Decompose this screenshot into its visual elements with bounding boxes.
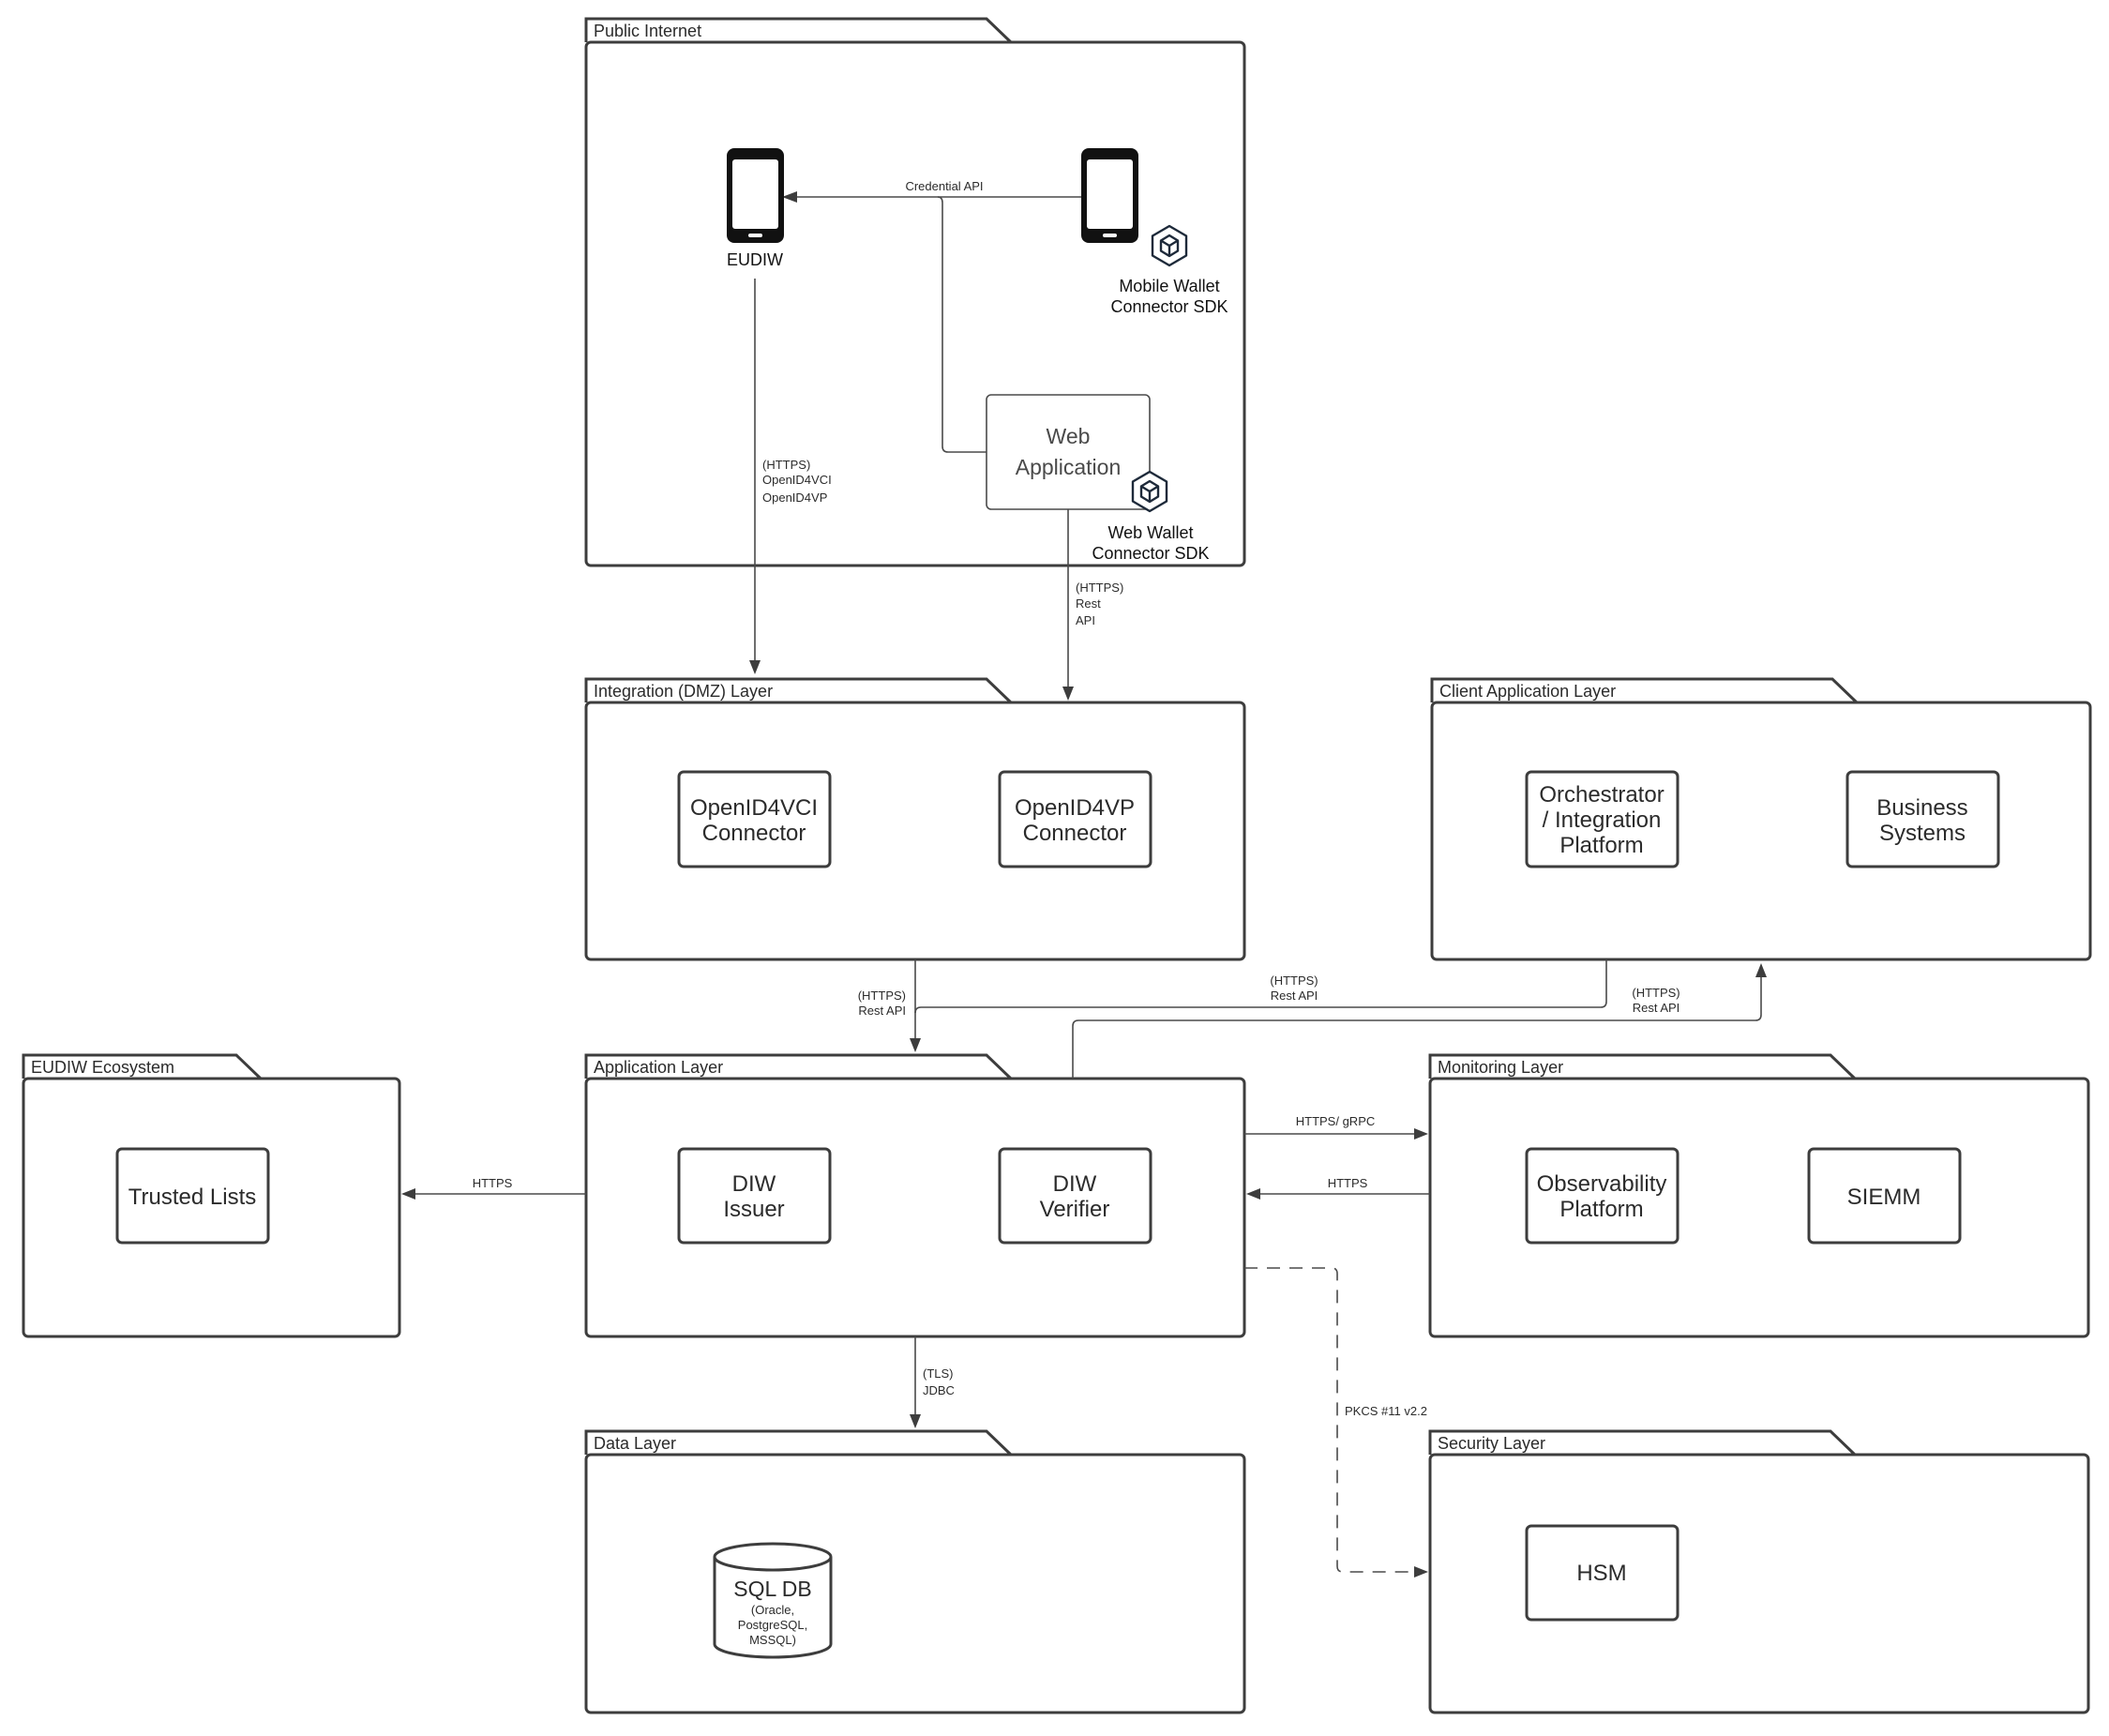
edge-webapp-to-integration: (HTTPS) Rest API (1062, 509, 1123, 701)
web-sdk-label: Connector SDK (1092, 544, 1209, 563)
edge-integration-to-application: (HTTPS) Rest API (858, 959, 921, 1052)
package-monitoring-layer: Monitoring Layer (1428, 1053, 2090, 1338)
web-sdk-label: Web Wallet (1107, 523, 1193, 542)
component-label: Platform (1559, 1197, 1643, 1222)
edge-monitoring-to-application: HTTPS (1246, 1176, 1430, 1200)
component-observability-platform: Observability Platform (1525, 1147, 1680, 1245)
component-label: DIW (1053, 1171, 1097, 1197)
package-client-application-layer: Client Application Layer (1430, 677, 2092, 961)
package-title: Public Internet (594, 22, 701, 40)
component-business-systems: Business Systems (1845, 770, 2000, 868)
database-sql-db: SQL DB (Oracle, PostgreSQL, MSSQL) (713, 1542, 833, 1659)
mobile-wallet-node: Mobile Wallet Connector SDK (1081, 148, 1228, 316)
smartphone-icon (1081, 148, 1138, 243)
edge-label: Rest API (1633, 1001, 1680, 1015)
component-label: Observability (1537, 1171, 1667, 1197)
edge-application-to-ecosystem: HTTPS (401, 1176, 586, 1200)
edge-label: (HTTPS) (1270, 974, 1318, 988)
package-security-layer: Security Layer (1428, 1429, 2090, 1714)
database-title: SQL DB (733, 1577, 812, 1601)
mobile-sdk-label: Connector SDK (1110, 297, 1228, 316)
eudiw-node: EUDIW (727, 148, 784, 269)
database-detail: MSSQL) (749, 1633, 796, 1647)
component-label: Connector (1023, 821, 1127, 846)
package-title: Client Application Layer (1439, 682, 1616, 701)
edge-label: (HTTPS) (1076, 581, 1123, 595)
edge-label: (HTTPS) (858, 989, 906, 1003)
edge-label: HTTPS (1328, 1176, 1368, 1190)
edge-label: (HTTPS) (762, 458, 810, 472)
component-label: OpenID4VP (1015, 795, 1135, 821)
edge-client-to-application: (HTTPS) Rest API (914, 959, 1607, 1014)
package-cube-icon (1131, 470, 1168, 513)
component-label: SIEMM (1847, 1185, 1921, 1210)
edge-label: (TLS) (923, 1366, 954, 1381)
database-detail: PostgreSQL, (738, 1618, 807, 1632)
edge-label: OpenID4VP (762, 491, 827, 505)
edge-application-to-monitoring: HTTPS/ gRPC (1244, 1114, 1428, 1140)
edge-credential-api: Credential API (782, 179, 1081, 453)
component-label: Platform (1559, 833, 1643, 858)
edge-label: API (1076, 613, 1095, 627)
edge-label: Rest (1076, 596, 1101, 611)
component-openid4vp-connector: OpenID4VP Connector (998, 770, 1152, 868)
web-app-label: Web (1047, 424, 1091, 448)
component-label: HSM (1576, 1561, 1626, 1586)
package-data-layer: Data Layer (584, 1429, 1246, 1714)
edge-label: Credential API (905, 179, 983, 193)
web-application-node: Web Application Web Wallet Connector SDK (986, 394, 1210, 563)
component-label: Connector (702, 821, 806, 846)
package-title: Integration (DMZ) Layer (594, 682, 773, 701)
component-diw-issuer: DIW Issuer (677, 1147, 832, 1245)
web-app-label: Application (1016, 455, 1122, 479)
edge-application-to-data: (TLS) JDBC (910, 1336, 955, 1428)
package-integration-dmz-layer: Integration (DMZ) Layer (584, 677, 1246, 961)
package-title: Monitoring Layer (1438, 1058, 1563, 1077)
component-label: DIW (732, 1171, 776, 1197)
mobile-sdk-label: Mobile Wallet (1119, 277, 1219, 295)
eudiw-label: EUDIW (727, 250, 783, 269)
edge-application-to-security: PKCS #11 v2.2 (1244, 1267, 1428, 1577)
package-title: Security Layer (1438, 1434, 1545, 1453)
edge-label: HTTPS (473, 1176, 513, 1190)
edge-label: PKCS #11 v2.2 (1345, 1404, 1427, 1418)
edge-label: OpenID4VCI (762, 473, 832, 487)
edge-label: JDBC (923, 1383, 955, 1397)
package-cube-icon (1151, 224, 1188, 267)
component-label: Issuer (723, 1197, 784, 1222)
component-label: / Integration (1543, 808, 1662, 833)
component-label: Verifier (1040, 1197, 1110, 1222)
component-label: Trusted Lists (128, 1185, 257, 1210)
edge-label: Rest API (858, 1004, 906, 1018)
component-openid4vci-connector: OpenID4VCI Connector (677, 770, 832, 868)
component-trusted-lists: Trusted Lists (115, 1147, 270, 1245)
component-label: Orchestrator (1539, 782, 1664, 808)
edge-application-to-client: (HTTPS) Rest API (1072, 963, 1767, 1079)
component-hsm: HSM (1525, 1524, 1680, 1622)
database-cylinder-icon (713, 1542, 833, 1572)
edge-label: (HTTPS) (1632, 986, 1680, 1000)
component-diw-verifier: DIW Verifier (998, 1147, 1152, 1245)
component-orchestrator-integration-platform: Orchestrator / Integration Platform (1525, 770, 1680, 868)
edge-eudiw-to-integration: (HTTPS) OpenID4VCI OpenID4VP (749, 279, 832, 674)
component-label: Business (1876, 795, 1967, 821)
package-application-layer: Application Layer (584, 1053, 1246, 1338)
package-title: Data Layer (594, 1434, 676, 1453)
edge-label: Rest API (1271, 989, 1318, 1003)
package-title: Application Layer (594, 1058, 723, 1077)
edge-label: HTTPS/ gRPC (1296, 1114, 1376, 1128)
smartphone-icon (727, 148, 784, 243)
component-siemm: SIEMM (1807, 1147, 1962, 1245)
database-detail: (Oracle, (751, 1603, 794, 1617)
component-label: Systems (1879, 821, 1966, 846)
component-label: OpenID4VCI (690, 795, 818, 821)
package-title: EUDIW Ecosystem (31, 1058, 174, 1077)
